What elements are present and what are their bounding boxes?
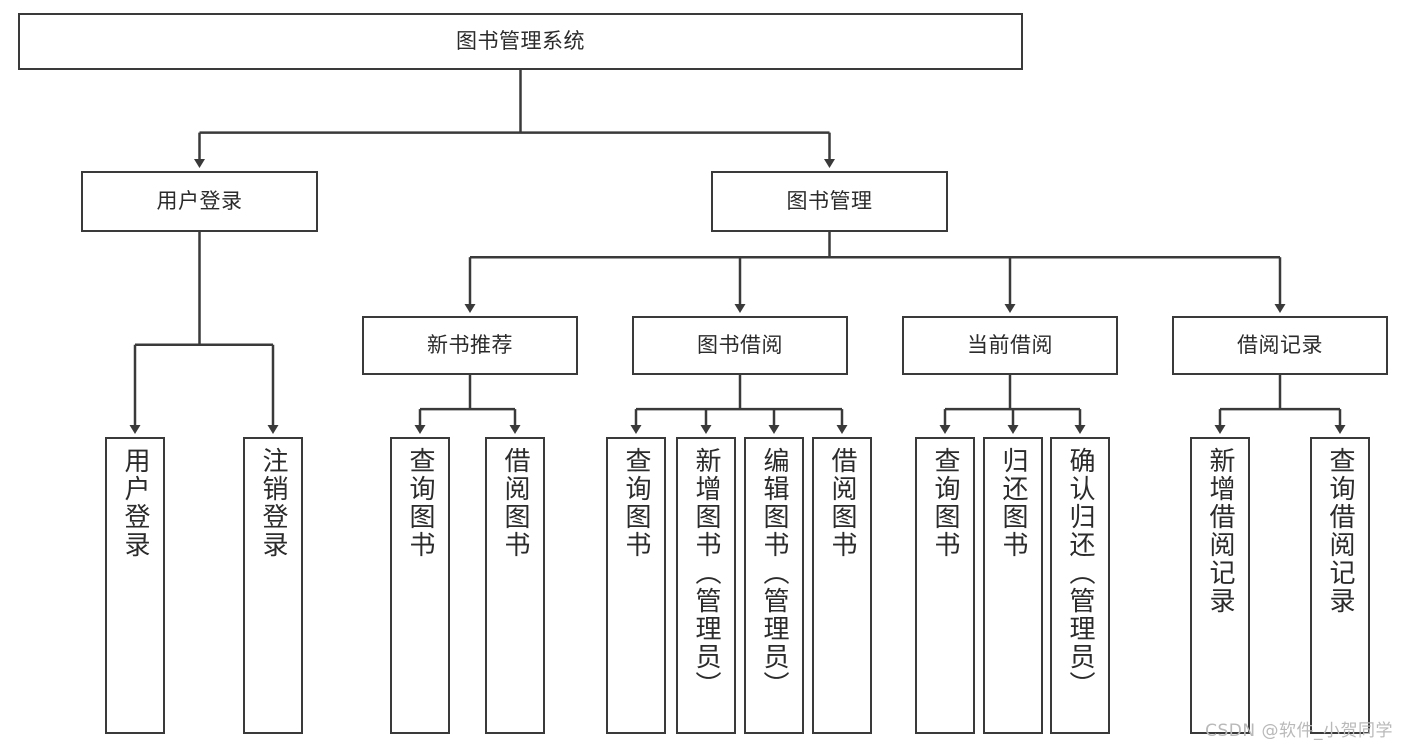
node-label: 归还图书 <box>998 447 1028 559</box>
node-label: 查询图书 <box>930 447 960 559</box>
node-label: 注销登录 <box>258 447 288 559</box>
node-label: 图书管理系统 <box>456 29 585 54</box>
node-label: 新增图书（管理员） <box>691 447 721 699</box>
node-new-book-recommend[interactable]: 新书推荐 <box>362 316 578 375</box>
node-borrow-record[interactable]: 借阅记录 <box>1172 316 1388 375</box>
node-leaf-user-logout[interactable]: 注销登录 <box>243 437 303 734</box>
node-leaf-user-login[interactable]: 用户登录 <box>105 437 165 734</box>
watermark-text: CSDN @软件_小贺同学 <box>1205 721 1393 741</box>
node-leaf-query-record[interactable]: 查询借阅记录 <box>1310 437 1370 734</box>
node-leaf-add-record[interactable]: 新增借阅记录 <box>1190 437 1250 734</box>
node-label: 借阅图书 <box>500 447 530 559</box>
node-book-borrow[interactable]: 图书借阅 <box>632 316 848 375</box>
node-label: 新书推荐 <box>427 333 513 358</box>
node-root[interactable]: 图书管理系统 <box>18 13 1023 70</box>
node-label: 图书管理 <box>786 189 873 214</box>
node-leaf-edit-book[interactable]: 编辑图书（管理员） <box>744 437 804 734</box>
node-label: 当前借阅 <box>967 333 1053 358</box>
node-user-login[interactable]: 用户登录 <box>81 171 318 232</box>
node-leaf-query-book-1[interactable]: 查询图书 <box>390 437 450 734</box>
node-label: 图书借阅 <box>697 333 783 358</box>
node-leaf-add-book[interactable]: 新增图书（管理员） <box>676 437 736 734</box>
node-label: 查询借阅记录 <box>1325 447 1355 615</box>
node-current-borrow[interactable]: 当前借阅 <box>902 316 1118 375</box>
node-label: 用户登录 <box>156 189 243 214</box>
node-leaf-confirm-return[interactable]: 确认归还（管理员） <box>1050 437 1110 734</box>
node-label: 借阅记录 <box>1237 333 1323 358</box>
node-label: 编辑图书（管理员） <box>759 447 789 699</box>
node-label: 借阅图书 <box>827 447 857 559</box>
node-leaf-query-book-3[interactable]: 查询图书 <box>915 437 975 734</box>
node-label: 查询图书 <box>621 447 651 559</box>
node-label: 用户登录 <box>120 447 150 559</box>
node-leaf-borrow-book-2[interactable]: 借阅图书 <box>812 437 872 734</box>
node-leaf-borrow-book-1[interactable]: 借阅图书 <box>485 437 545 734</box>
node-label: 新增借阅记录 <box>1205 447 1235 615</box>
node-label: 查询图书 <box>405 447 435 559</box>
node-label: 确认归还（管理员） <box>1065 447 1095 699</box>
node-leaf-query-book-2[interactable]: 查询图书 <box>606 437 666 734</box>
node-leaf-return-book[interactable]: 归还图书 <box>983 437 1043 734</box>
node-book-manage[interactable]: 图书管理 <box>711 171 948 232</box>
